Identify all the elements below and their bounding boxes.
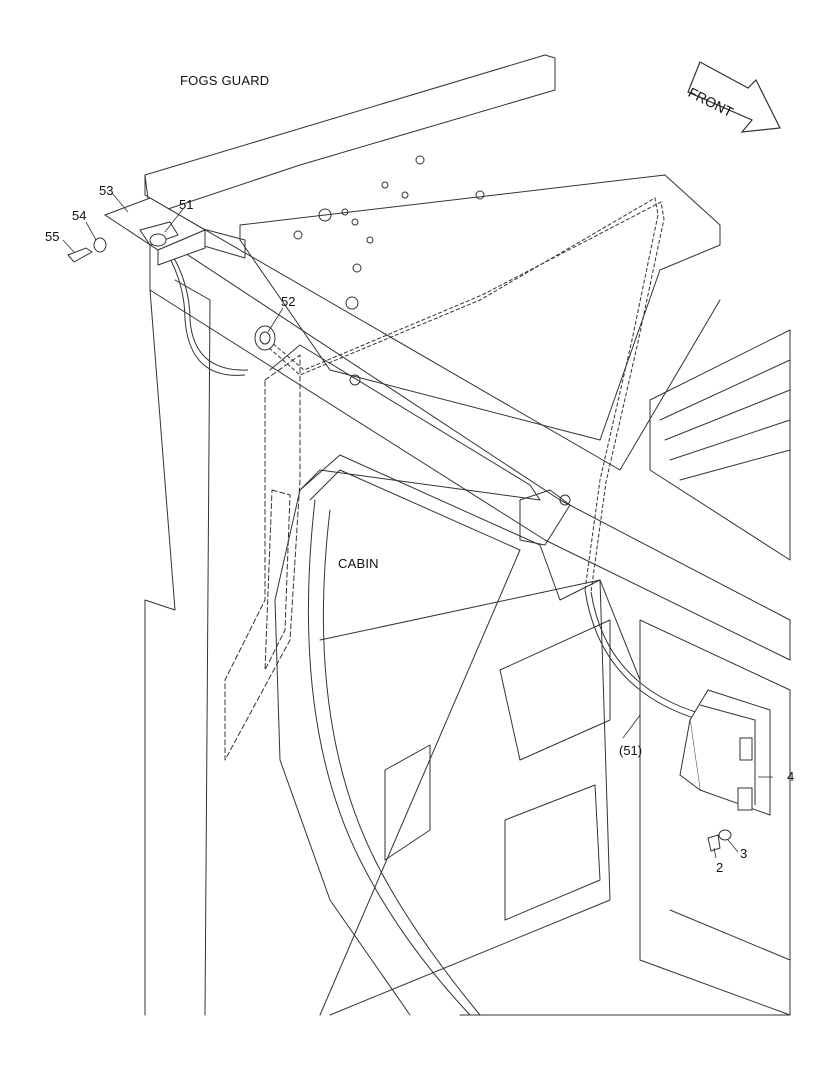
- antenna-lead: [161, 244, 703, 721]
- antenna-bracket-assembly: [67, 197, 207, 266]
- roof-bolt: [475, 190, 485, 200]
- roof-bolt: [318, 208, 332, 222]
- left-pillar: [144, 289, 176, 1016]
- fogs-guard-label: FOGS GUARD: [180, 73, 270, 88]
- roof-bolt: [366, 236, 374, 244]
- callout-53: 53: [99, 183, 114, 198]
- grille-bar-2: [664, 389, 791, 441]
- bolt-55: [67, 247, 93, 263]
- callout-3: 3: [740, 846, 748, 861]
- washer-54: [93, 237, 107, 253]
- roof-bolt: [352, 263, 362, 273]
- door-frame-outer: [269, 344, 541, 1016]
- beam-bolt: [559, 494, 571, 506]
- beam-tube: [519, 489, 571, 546]
- grommet-52: [254, 325, 276, 351]
- inner-bracket-c: [504, 784, 601, 921]
- inner-bracket-b: [384, 744, 431, 861]
- roof-bolt: [351, 218, 359, 226]
- left-pillar-inner: [174, 279, 211, 1016]
- roof-bolt: [381, 181, 389, 189]
- roof-bolt: [341, 208, 349, 216]
- roof-bolt: [415, 155, 425, 165]
- window-curve-2: [322, 509, 481, 1016]
- beam-bolt: [349, 374, 361, 386]
- window-curve: [307, 499, 471, 1016]
- inner-panel-back: [319, 579, 611, 1016]
- grille-bar-1: [659, 359, 791, 421]
- roof-panel-front-edge: [144, 174, 721, 471]
- callout-2: 2: [716, 860, 724, 875]
- grille-bar-3: [669, 419, 791, 461]
- controller-4: [679, 689, 771, 816]
- cabin-label: CABIN: [338, 556, 379, 571]
- callout-4: 4: [787, 769, 795, 784]
- door-frame-inner-2: [309, 469, 521, 1016]
- callout-54: 54: [72, 208, 87, 223]
- roof-bolt: [345, 296, 359, 310]
- antenna-cable: [259, 197, 665, 593]
- leader-lines: [62, 192, 773, 859]
- callout-51-ref: (51): [619, 743, 643, 758]
- callout-55: 55: [45, 229, 60, 244]
- right-grille: [649, 329, 791, 561]
- main-beam: [149, 229, 791, 661]
- antenna-51-cap: [149, 233, 167, 247]
- hidden-pillar: [224, 354, 301, 761]
- inner-panel-right-step: [669, 909, 791, 961]
- callout-52: 52: [281, 294, 296, 309]
- hidden-pillar-inner: [264, 489, 291, 671]
- roof-bolt: [293, 230, 303, 240]
- callout-51: 51: [179, 197, 194, 212]
- front-arrow-icon: [687, 61, 781, 133]
- inner-bracket-a: [499, 619, 611, 761]
- grille-bar-4: [679, 449, 791, 481]
- roof-bolt: [401, 191, 409, 199]
- washer-3: [718, 829, 732, 841]
- roof-top-edge: [239, 174, 721, 441]
- bolt-2: [707, 834, 721, 852]
- inner-panel-right: [639, 619, 791, 1016]
- bracket-53-flange: [157, 229, 206, 266]
